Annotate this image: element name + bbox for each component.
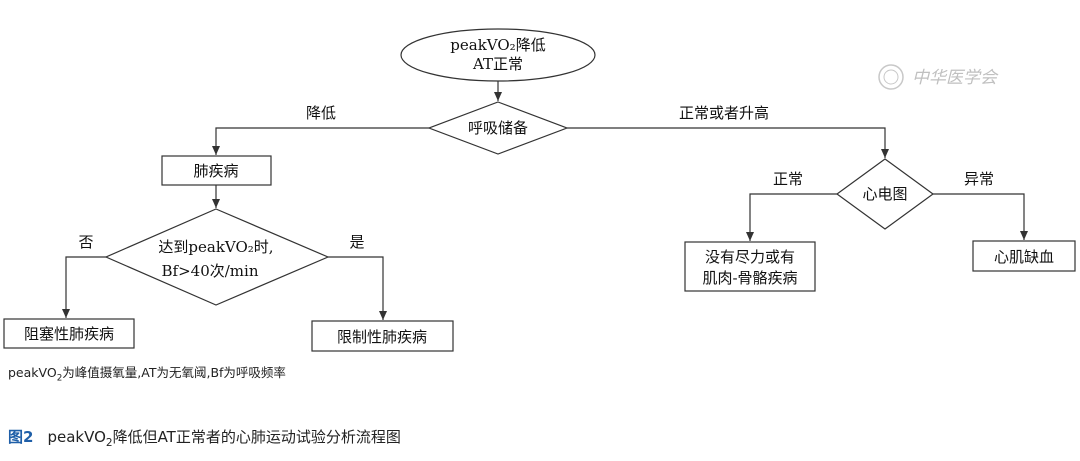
breathing-reserve-node: [427, 101, 569, 155]
no-effort-line2: 肌肉-骨骼疾病: [702, 269, 797, 287]
svg-text:中华医学会: 中华医学会: [912, 68, 999, 88]
lung-disease-node: [161, 155, 272, 186]
restrictive-node: [311, 320, 454, 352]
ecg-label: 心电图: [862, 185, 907, 203]
figure-label: 图2: [8, 428, 34, 446]
edge-label-normal: 正常: [773, 170, 803, 188]
start-node-line1: peakVO₂降低: [450, 36, 545, 54]
breathing-reserve-label: 呼吸储备: [468, 119, 528, 137]
seal-icon: [878, 64, 904, 90]
restrictive-label: 限制性肺疾病: [337, 328, 427, 346]
edge-ecg-to-no-effort: [746, 193, 837, 241]
edge-decision-to-obstructive: [62, 256, 106, 318]
obstructive-node: [3, 318, 135, 349]
respiratory-rate-decision-node: [104, 208, 330, 306]
ecg-node: [835, 158, 935, 230]
ischemia-node: [972, 240, 1076, 272]
no-effort-line1: 没有尽力或有: [705, 248, 795, 266]
obstructive-label: 阻塞性肺疾病: [24, 325, 114, 343]
lung-disease-label: 肺疾病: [193, 162, 238, 180]
edge-reserve-to-ecg: [567, 127, 889, 158]
start-node-line2: AT正常: [472, 55, 523, 73]
footnote: peakVO2为峰值摄氧量,AT为无氧阈,Bf为呼吸频率: [8, 365, 286, 384]
edge-label-yes: 是: [349, 233, 364, 251]
edge-label-no: 否: [78, 233, 93, 251]
edge-label-decreased: 降低: [306, 104, 336, 122]
no-effort-node: [684, 241, 816, 292]
edge-decision-to-restrictive: [328, 256, 387, 320]
edge-label-abnormal: 异常: [964, 170, 994, 188]
edge-label-normal-or-high: 正常或者升高: [679, 104, 769, 122]
edge-reserve-to-lung: [212, 127, 429, 155]
decision-line2: Bf>40次/min: [162, 262, 259, 280]
edge-ecg-to-ischemia: [933, 193, 1028, 240]
watermark-logo: 中华医学会: [876, 62, 1046, 92]
decision-line1: 达到peakVO₂时,: [158, 238, 273, 256]
ischemia-label: 心肌缺血: [994, 248, 1054, 266]
